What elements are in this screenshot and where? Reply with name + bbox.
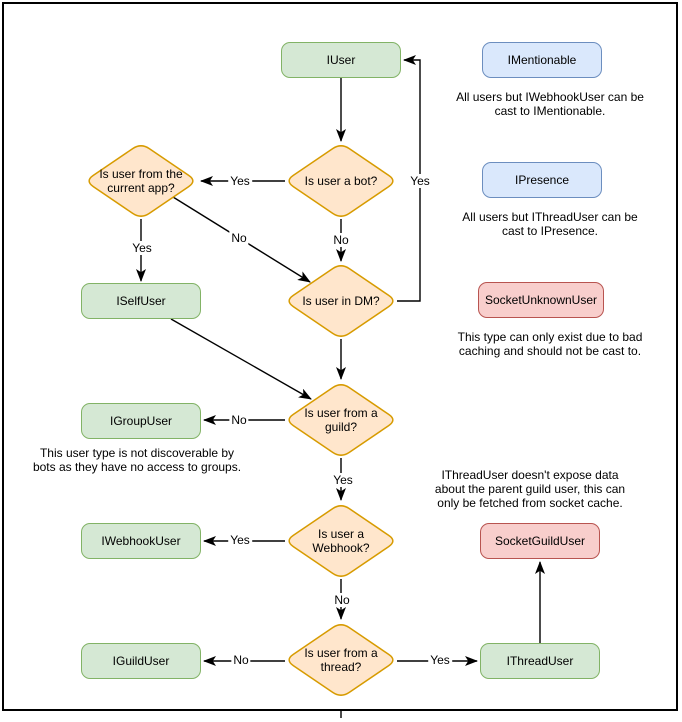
edge-label-currentapp-yes: Yes	[130, 241, 154, 255]
edge-label-bot-yes: Yes	[228, 174, 252, 188]
edge-label-currentapp-no: No	[229, 231, 249, 245]
annotation-ipresence: All users but IThreadUser can be cast to…	[462, 210, 638, 238]
edge-iselfuser-to-is-guild	[170, 318, 312, 400]
node-ipresence: IPresence	[482, 162, 602, 198]
decision-is-webhook-label: Is user a Webhook?	[312, 527, 370, 555]
edge-label-guild-yes: Yes	[331, 473, 355, 487]
node-socketunknownuser: SocketUnknownUser	[478, 282, 604, 318]
edge-label-guild-no: No	[229, 413, 249, 427]
node-ithreaduser: IThreadUser	[480, 643, 600, 679]
decision-is-current-app-label: Is user from the current app?	[99, 167, 183, 195]
annotation-imentionable: All users but IWebhookUser can be cast t…	[456, 90, 644, 118]
edge-label-thread-yes: Yes	[428, 653, 452, 667]
node-iguilduser: IGuildUser	[81, 643, 201, 679]
edge-label-webhook-yes: Yes	[228, 533, 252, 547]
node-igroupuser: IGroupUser	[81, 403, 201, 439]
edge-label-thread-no: No	[231, 653, 251, 667]
decision-is-dm-label: Is user in DM?	[302, 294, 380, 308]
node-iselfuser: ISelfUser	[81, 283, 201, 319]
annotation-igroupuser: This user type is not discoverable by bo…	[32, 446, 242, 474]
edge-label-bot-no: No	[331, 233, 351, 247]
decision-is-thread-label: Is user from a thread?	[304, 646, 378, 674]
edge-label-webhook-no: No	[332, 593, 352, 607]
diagram-border	[2, 2, 678, 711]
node-imentionable: IMentionable	[482, 42, 602, 78]
node-socketguilduser: SocketGuildUser	[480, 523, 600, 559]
decision-is-guild-label: Is user from a guild?	[304, 406, 378, 434]
annotation-ithreaduser: IThreadUser doesn't expose data about th…	[434, 468, 626, 510]
annotation-socketunknown: This type can only exist due to bad cach…	[457, 330, 643, 358]
node-iwebhookuser: IWebhookUser	[81, 523, 201, 559]
decision-is-bot-label: Is user a bot?	[304, 174, 378, 188]
node-iuser: IUser	[281, 42, 401, 78]
edge-label-dm-yes: Yes	[408, 174, 432, 188]
